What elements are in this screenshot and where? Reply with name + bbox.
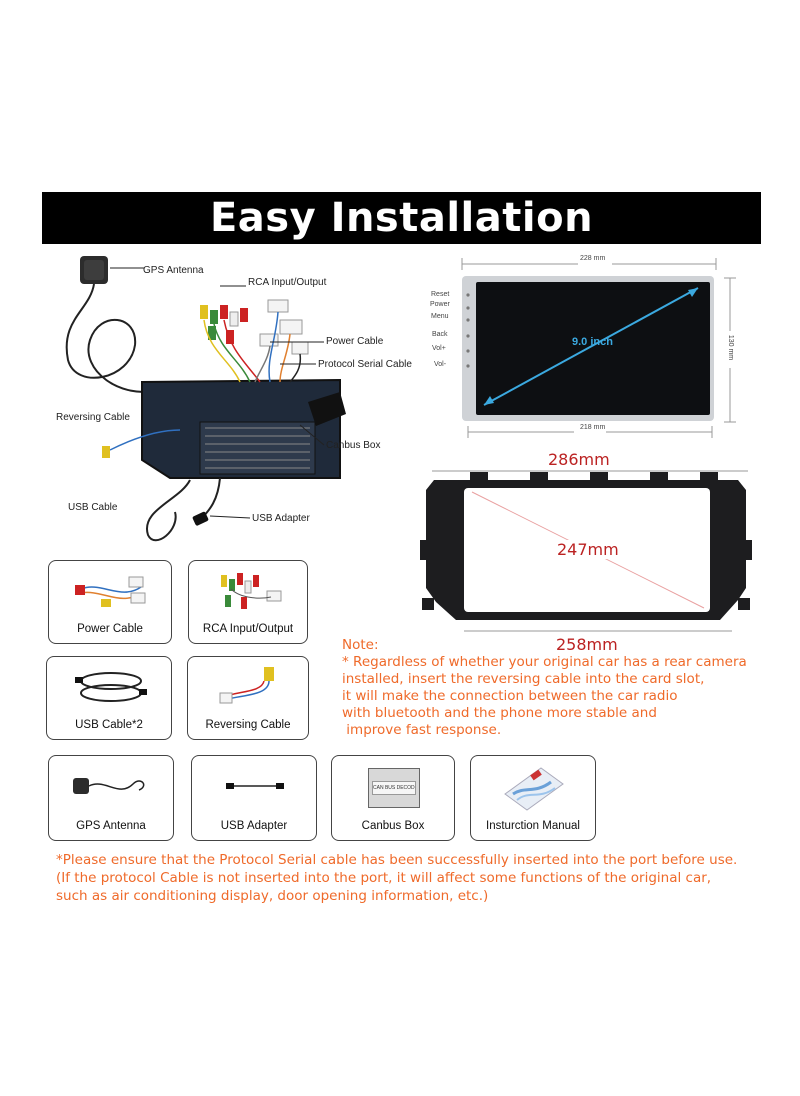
gps-antenna-icon — [73, 778, 145, 794]
part-card-instruction-manual: Insturction Manual — [470, 755, 596, 841]
screen-display — [476, 282, 710, 415]
label-reversing-cable: Reversing Cable — [56, 412, 130, 423]
rca-cable-icon — [221, 573, 282, 609]
part-label: Power Cable — [77, 623, 143, 635]
part-label: USB Cable*2 — [75, 719, 143, 731]
part-label: Insturction Manual — [486, 820, 580, 832]
button-vol-up: Vol+ — [432, 345, 446, 352]
part-card-power-cable: Power Cable — [48, 560, 172, 644]
canbus-box-shape — [308, 392, 346, 426]
canbus-box-text: CAN BUS DECODER — [372, 781, 416, 795]
page-title: Easy Installation — [209, 195, 594, 241]
label-gps-antenna: GPS Antenna — [143, 265, 204, 276]
button-menu: Menu — [431, 313, 449, 320]
part-label: Reversing Cable — [205, 719, 291, 731]
screen-bottom-width: 218 mm — [580, 424, 606, 431]
part-card-gps-antenna: GPS Antenna — [48, 755, 174, 841]
button-reset: Reset — [431, 291, 450, 298]
frame-diagonal: 247mm — [555, 540, 621, 559]
button-power: Power — [430, 301, 450, 308]
label-protocol-serial: Protocol Serial Cable — [318, 359, 412, 370]
wiring-diagram — [65, 256, 346, 542]
usb-cable-icon — [75, 672, 147, 702]
label-usb-cable: USB Cable — [68, 502, 118, 513]
manual-icon — [504, 767, 564, 811]
bottom-note-line-1: *Please ensure that the Protocol Serial … — [56, 852, 738, 868]
frame-top-width: 286mm — [548, 450, 610, 469]
rca-plugs — [200, 305, 248, 344]
part-label: USB Adapter — [220, 820, 288, 832]
button-vol-down: Vol- — [434, 361, 447, 368]
part-card-usb-adapter: USB Adapter — [191, 755, 317, 841]
note-title: Note: — [342, 637, 379, 653]
screen-top-width: 228 mm — [580, 255, 606, 262]
title-banner: Easy Installation — [42, 192, 761, 244]
button-back: Back — [432, 331, 448, 338]
reversing-cable-icon — [219, 667, 274, 704]
part-label: RCA Input/Output — [202, 623, 294, 635]
part-card-usb-cable: USB Cable*2 — [46, 656, 172, 740]
power-cable-icon — [75, 576, 146, 607]
note-line-5: improve fast response. — [342, 722, 502, 738]
note-line-1: * Regardless of whether your original ca… — [342, 654, 747, 670]
label-rca: RCA Input/Output — [248, 277, 327, 288]
part-card-rca: RCA Input/Output — [188, 560, 308, 644]
part-card-reversing-cable: Reversing Cable — [187, 656, 309, 740]
part-label: GPS Antenna — [76, 820, 146, 832]
note-line-2: installed, insert the reversing cable in… — [342, 671, 705, 687]
note-line-3: it will make the connection between the … — [342, 688, 678, 704]
part-card-canbus-box: CAN BUS DECODER Canbus Box — [331, 755, 455, 841]
label-canbus-box: Canbus Box — [326, 440, 381, 451]
label-power-cable: Power Cable — [326, 336, 384, 347]
label-usb-adapter: USB Adapter — [252, 513, 310, 524]
screen-diagonal: 9.0 inch — [572, 336, 613, 348]
frame-bottom-width: 258mm — [556, 635, 618, 654]
usb-adapter-icon — [226, 783, 284, 789]
screen-height: 130 mm — [727, 334, 735, 361]
part-label: Canbus Box — [361, 820, 425, 832]
canbus-box-icon: CAN BUS DECODER — [368, 768, 420, 808]
bottom-note-line-2: (If the protocol Cable is not inserted i… — [56, 870, 712, 886]
note-line-4: with bluetooth and the phone more stable… — [342, 705, 657, 721]
bottom-note-line-3: such as air conditioning display, door o… — [56, 888, 489, 904]
